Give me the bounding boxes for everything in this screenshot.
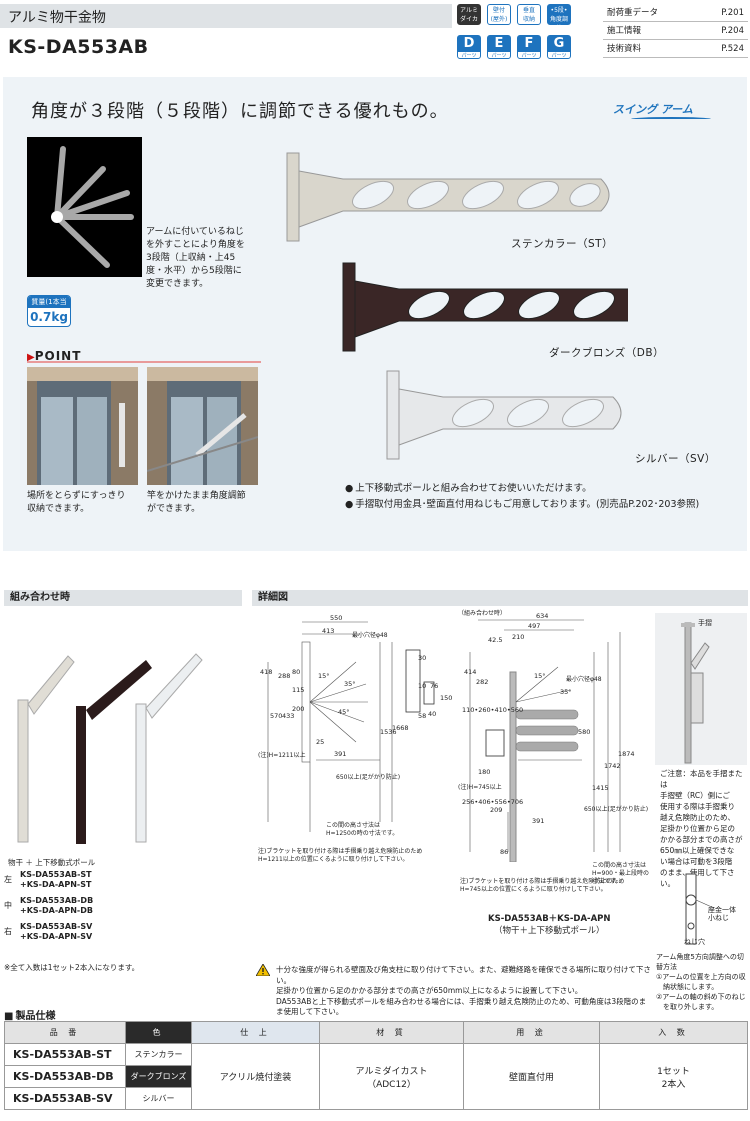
badge-angle-adjust: •5段•角度調整 bbox=[547, 4, 571, 32]
point-bar: ▶POINT bbox=[27, 345, 261, 363]
model-title: KS-DA553AB bbox=[8, 36, 149, 58]
adjust-caption: 竿をかけたまま角度調節 ができます。 bbox=[147, 491, 246, 514]
spec-table: 品 番 色 仕 上 材 質 用 途 入 数 KS-DA553AB-ST ステンカ… bbox=[4, 1021, 748, 1110]
warning-text: 十分な強度が得られる壁面及び角支柱に取り付けて下さい。また、避難経路を確保できる… bbox=[276, 965, 651, 1016]
combo-photo bbox=[8, 640, 213, 850]
angle-arms-image bbox=[51, 146, 134, 268]
badge-wall-mount: 壁付(屋外) bbox=[487, 4, 511, 25]
badge-vertical-storage: 垂直収納 bbox=[517, 4, 541, 25]
triangle-icon: ▶ bbox=[27, 352, 35, 363]
detail-section-header: 詳細図 bbox=[252, 590, 748, 606]
handrail-panel bbox=[655, 613, 747, 765]
arm-st bbox=[286, 152, 610, 242]
detail-drawing-2 bbox=[469, 619, 621, 862]
color-label-db: ダークブロンズ（DB） bbox=[549, 347, 665, 359]
product-color-variants bbox=[286, 152, 628, 460]
angle-photo bbox=[27, 137, 142, 277]
category-label: アルミ物干金物 bbox=[8, 10, 106, 26]
detail-drawing-1 bbox=[267, 621, 435, 832]
badge-aluminum: アルミダイカスト bbox=[457, 4, 481, 32]
category-bar bbox=[0, 4, 452, 28]
color-label-sv: シルバー（SV） bbox=[635, 453, 716, 465]
hinge-figure bbox=[660, 870, 746, 950]
table-row: KS-DA553AB-DB ダークブロンズ bbox=[4, 1065, 748, 1088]
feature-notes: 上下移動式ポールと組み合わせてお使いいただけます。 手摺取付用金具･壁面直付用ね… bbox=[345, 481, 699, 513]
header: アルミ物干金物 KS-DA553AB アルミダイカスト 壁付(屋外) 垂直収納 … bbox=[0, 0, 750, 64]
table-row: KS-DA553AB-ST ステンカラー アクリル焼付塗装 アルミダイカスト（A… bbox=[4, 1043, 748, 1110]
drawing-2-title: KS-DA553AB＋KS-DA-APN bbox=[488, 914, 611, 924]
angle-description: アームに付いているねじ を外すことにより角度を 3段階（上収納・上45 度・水平… bbox=[146, 227, 245, 289]
drawing-2-subtitle: （物干＋上下移動式ポール） bbox=[494, 926, 605, 936]
weight-box: 質量(1本当り) 0.7kg bbox=[27, 295, 71, 327]
feature-panel: 角度が３段階（５段階）に調節できる優れもの。 スイング アーム アームに付いてい… bbox=[3, 77, 747, 551]
combo-note: ※全て入数は1セット2本入になります。 bbox=[4, 963, 140, 972]
warning-icon bbox=[256, 964, 270, 976]
arm-sv bbox=[386, 370, 622, 460]
hinge-note: アーム角度5方向調整への切 替方法 ①アームの位置を上方向の収 納状態にします。… bbox=[656, 953, 746, 1011]
combo-section-header: 組み合わせ時 bbox=[4, 590, 242, 606]
arm-db bbox=[342, 262, 628, 352]
spec-title: 製品仕様 bbox=[4, 1007, 55, 1022]
handrail-note: ご注意：本品を手摺または 手摺壁（RC）側にご 使用する際は手摺乗り 越え危険防… bbox=[660, 769, 743, 888]
combo-caption: 物干 ＋ 上下移動式ポール bbox=[8, 858, 96, 867]
handrail-label: 手摺 bbox=[698, 619, 712, 627]
swoosh-icon bbox=[631, 117, 711, 121]
adjust-photo bbox=[147, 367, 258, 485]
swing-arm-logo: スイング アーム bbox=[613, 101, 723, 123]
table-row: KS-DA553AB-SV シルバー bbox=[4, 1087, 748, 1110]
headline: 角度が３段階（５段階）に調節できる優れもの。 bbox=[31, 101, 449, 122]
color-label-st: ステンカラー（ST） bbox=[511, 238, 614, 250]
storage-caption: 場所をとらずにすっきり 収納できます。 bbox=[27, 491, 126, 514]
storage-photo bbox=[27, 367, 138, 485]
